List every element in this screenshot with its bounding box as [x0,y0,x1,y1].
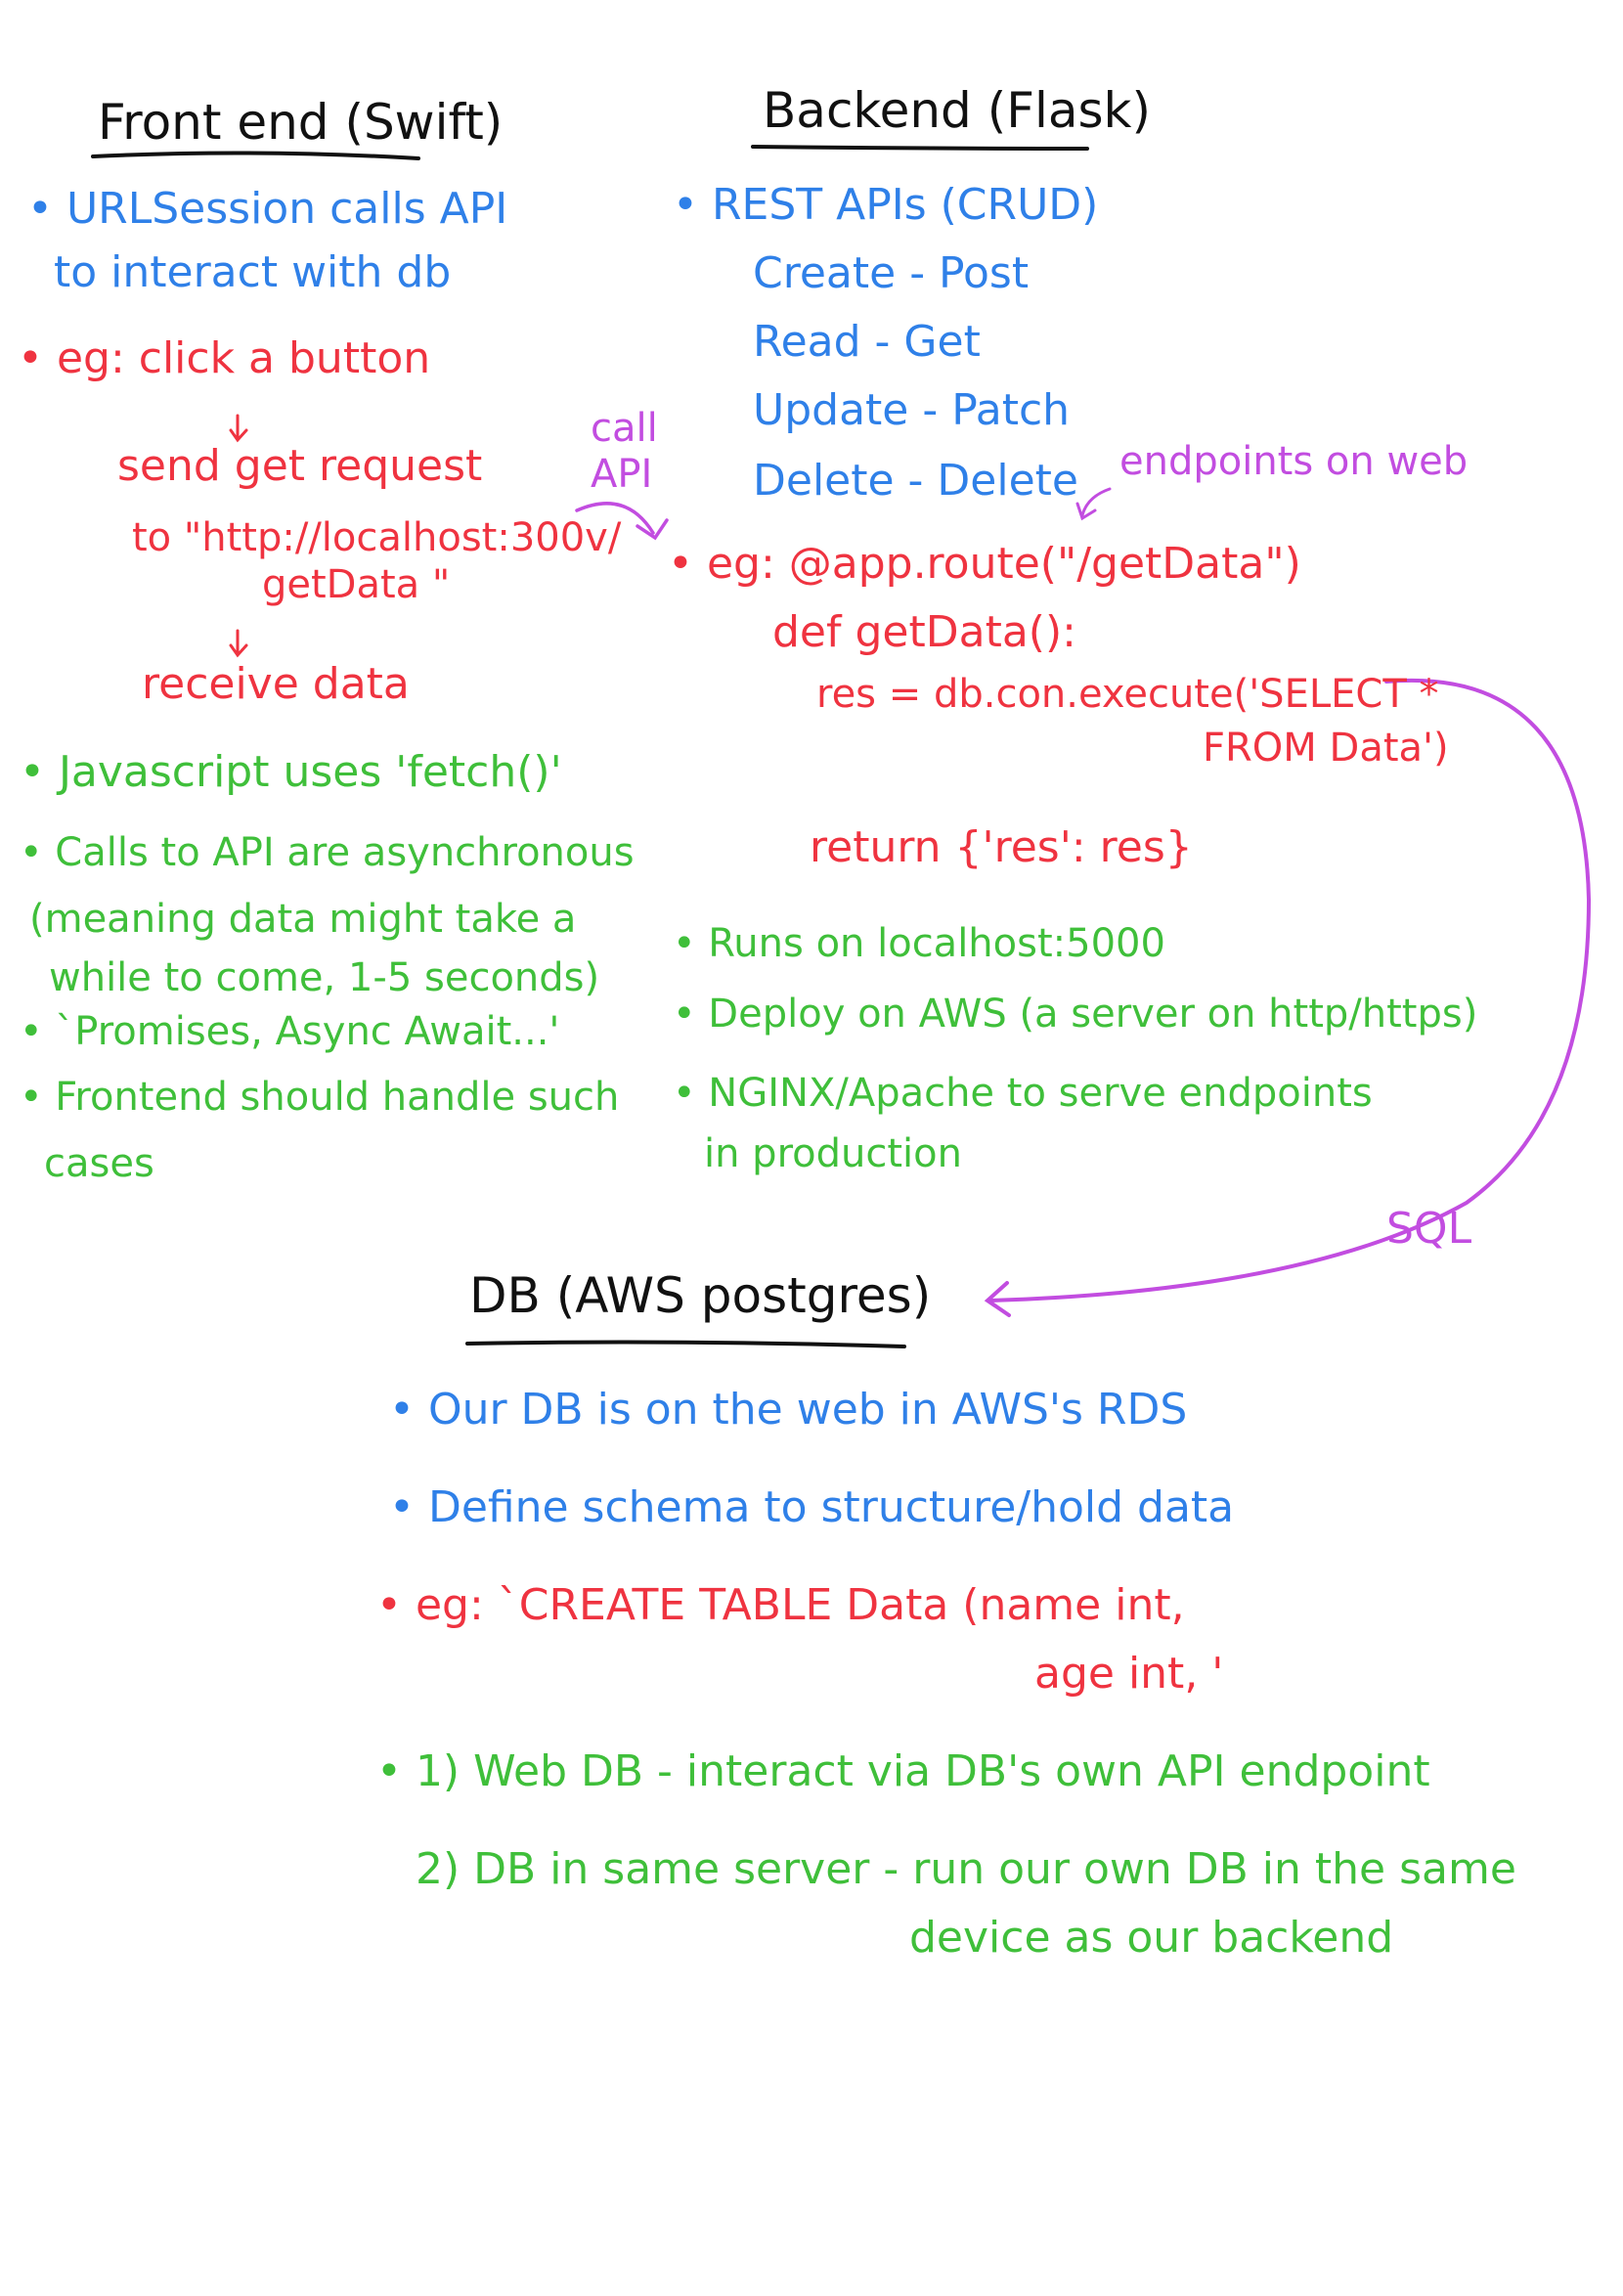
db-option-same-server-line1: 2) DB in same server - run our own DB in… [416,1844,1516,1894]
endpoints-arrowhead [1075,502,1097,521]
backend-title-underline [751,145,1089,151]
sql-arrowhead [984,1281,1011,1317]
frontend-blue-bullet-line1: • URLSession calls API [27,184,508,234]
db-option-same-server-line2: device as our backend [909,1913,1394,1963]
endpoints-on-web-note: endpoints on web [1119,439,1469,484]
frontend-flow-step-url-line2: getData " [262,562,451,607]
frontend-flow-step-url-line1: to "http://localhost:300v/ [132,515,622,560]
db-option-web-db: • 1) Web DB - interact via DB's own API … [376,1746,1430,1796]
frontend-eg-label: • eg: click a button [18,333,431,383]
frontend-blue-bullet-line2: to interact with db [54,247,452,297]
frontend-flow-step-receive: receive data [142,659,410,709]
backend-crud-item: Create - Post [753,248,1030,298]
backend-note-localhost: • Runs on localhost:5000 [673,921,1165,966]
frontend-note-async-line3: while to come, 1-5 seconds) [49,955,600,1000]
db-eg-create-line2: age int, ' [1034,1649,1224,1699]
backend-eg-route: • eg: @app.route("/getData") [668,539,1301,589]
frontend-title: Front end (Swift) [98,94,504,151]
backend-note-nginx-line2: in production [704,1131,962,1176]
call-api-arrowhead [636,518,669,541]
backend-eg-def: def getData(): [772,607,1076,657]
backend-eg-execute-line2: FROM Data') [1203,726,1449,771]
frontend-flow-step-send: send get request [117,441,483,491]
db-blue-bullet-schema: • Define schema to structure/hold data [389,1482,1235,1532]
backend-blue-bullet: • REST APIs (CRUD) [673,180,1099,230]
frontend-note-handle-line1: • Frontend should handle such [20,1075,620,1120]
frontend-note-async-line1: • Calls to API are asynchronous [20,830,635,875]
backend-eg-return: return {'res': res} [810,822,1193,872]
frontend-title-underline [91,151,420,160]
backend-note-nginx-line1: • NGINX/Apache to serve endpoints [673,1071,1373,1116]
endpoints-arrow [1080,487,1112,517]
call-api-label-line2: API [591,452,653,497]
frontend-note-promises: • `Promises, Async Await...' [20,1009,560,1054]
sql-arrow [987,678,1592,1303]
sql-label: SQL [1386,1204,1472,1254]
backend-crud-item: Update - Patch [753,385,1071,435]
frontend-note-handle-line2: cases [44,1141,154,1186]
frontend-note-async-line2: (meaning data might take a [29,897,577,942]
backend-note-deploy: • Deploy on AWS (a server on http/https) [673,992,1478,1037]
backend-crud-item: Delete - Delete [753,456,1078,506]
flow-down-arrow-2 [229,629,248,658]
backend-eg-execute-line1: res = db.con.execute('SELECT * [816,672,1439,717]
db-title-underline [465,1340,906,1348]
db-eg-create-line1: • eg: `CREATE TABLE Data (name int, [376,1580,1185,1630]
db-title: DB (AWS postgres) [469,1267,932,1324]
db-blue-bullet-web: • Our DB is on the web in AWS's RDS [389,1385,1188,1435]
backend-crud-item: Read - Get [753,317,981,367]
frontend-note-javascript: • Javascript uses 'fetch()' [20,747,562,797]
flow-down-arrow-1 [229,414,248,443]
backend-title: Backend (Flask) [763,82,1151,139]
call-api-label-line1: call [591,406,658,451]
